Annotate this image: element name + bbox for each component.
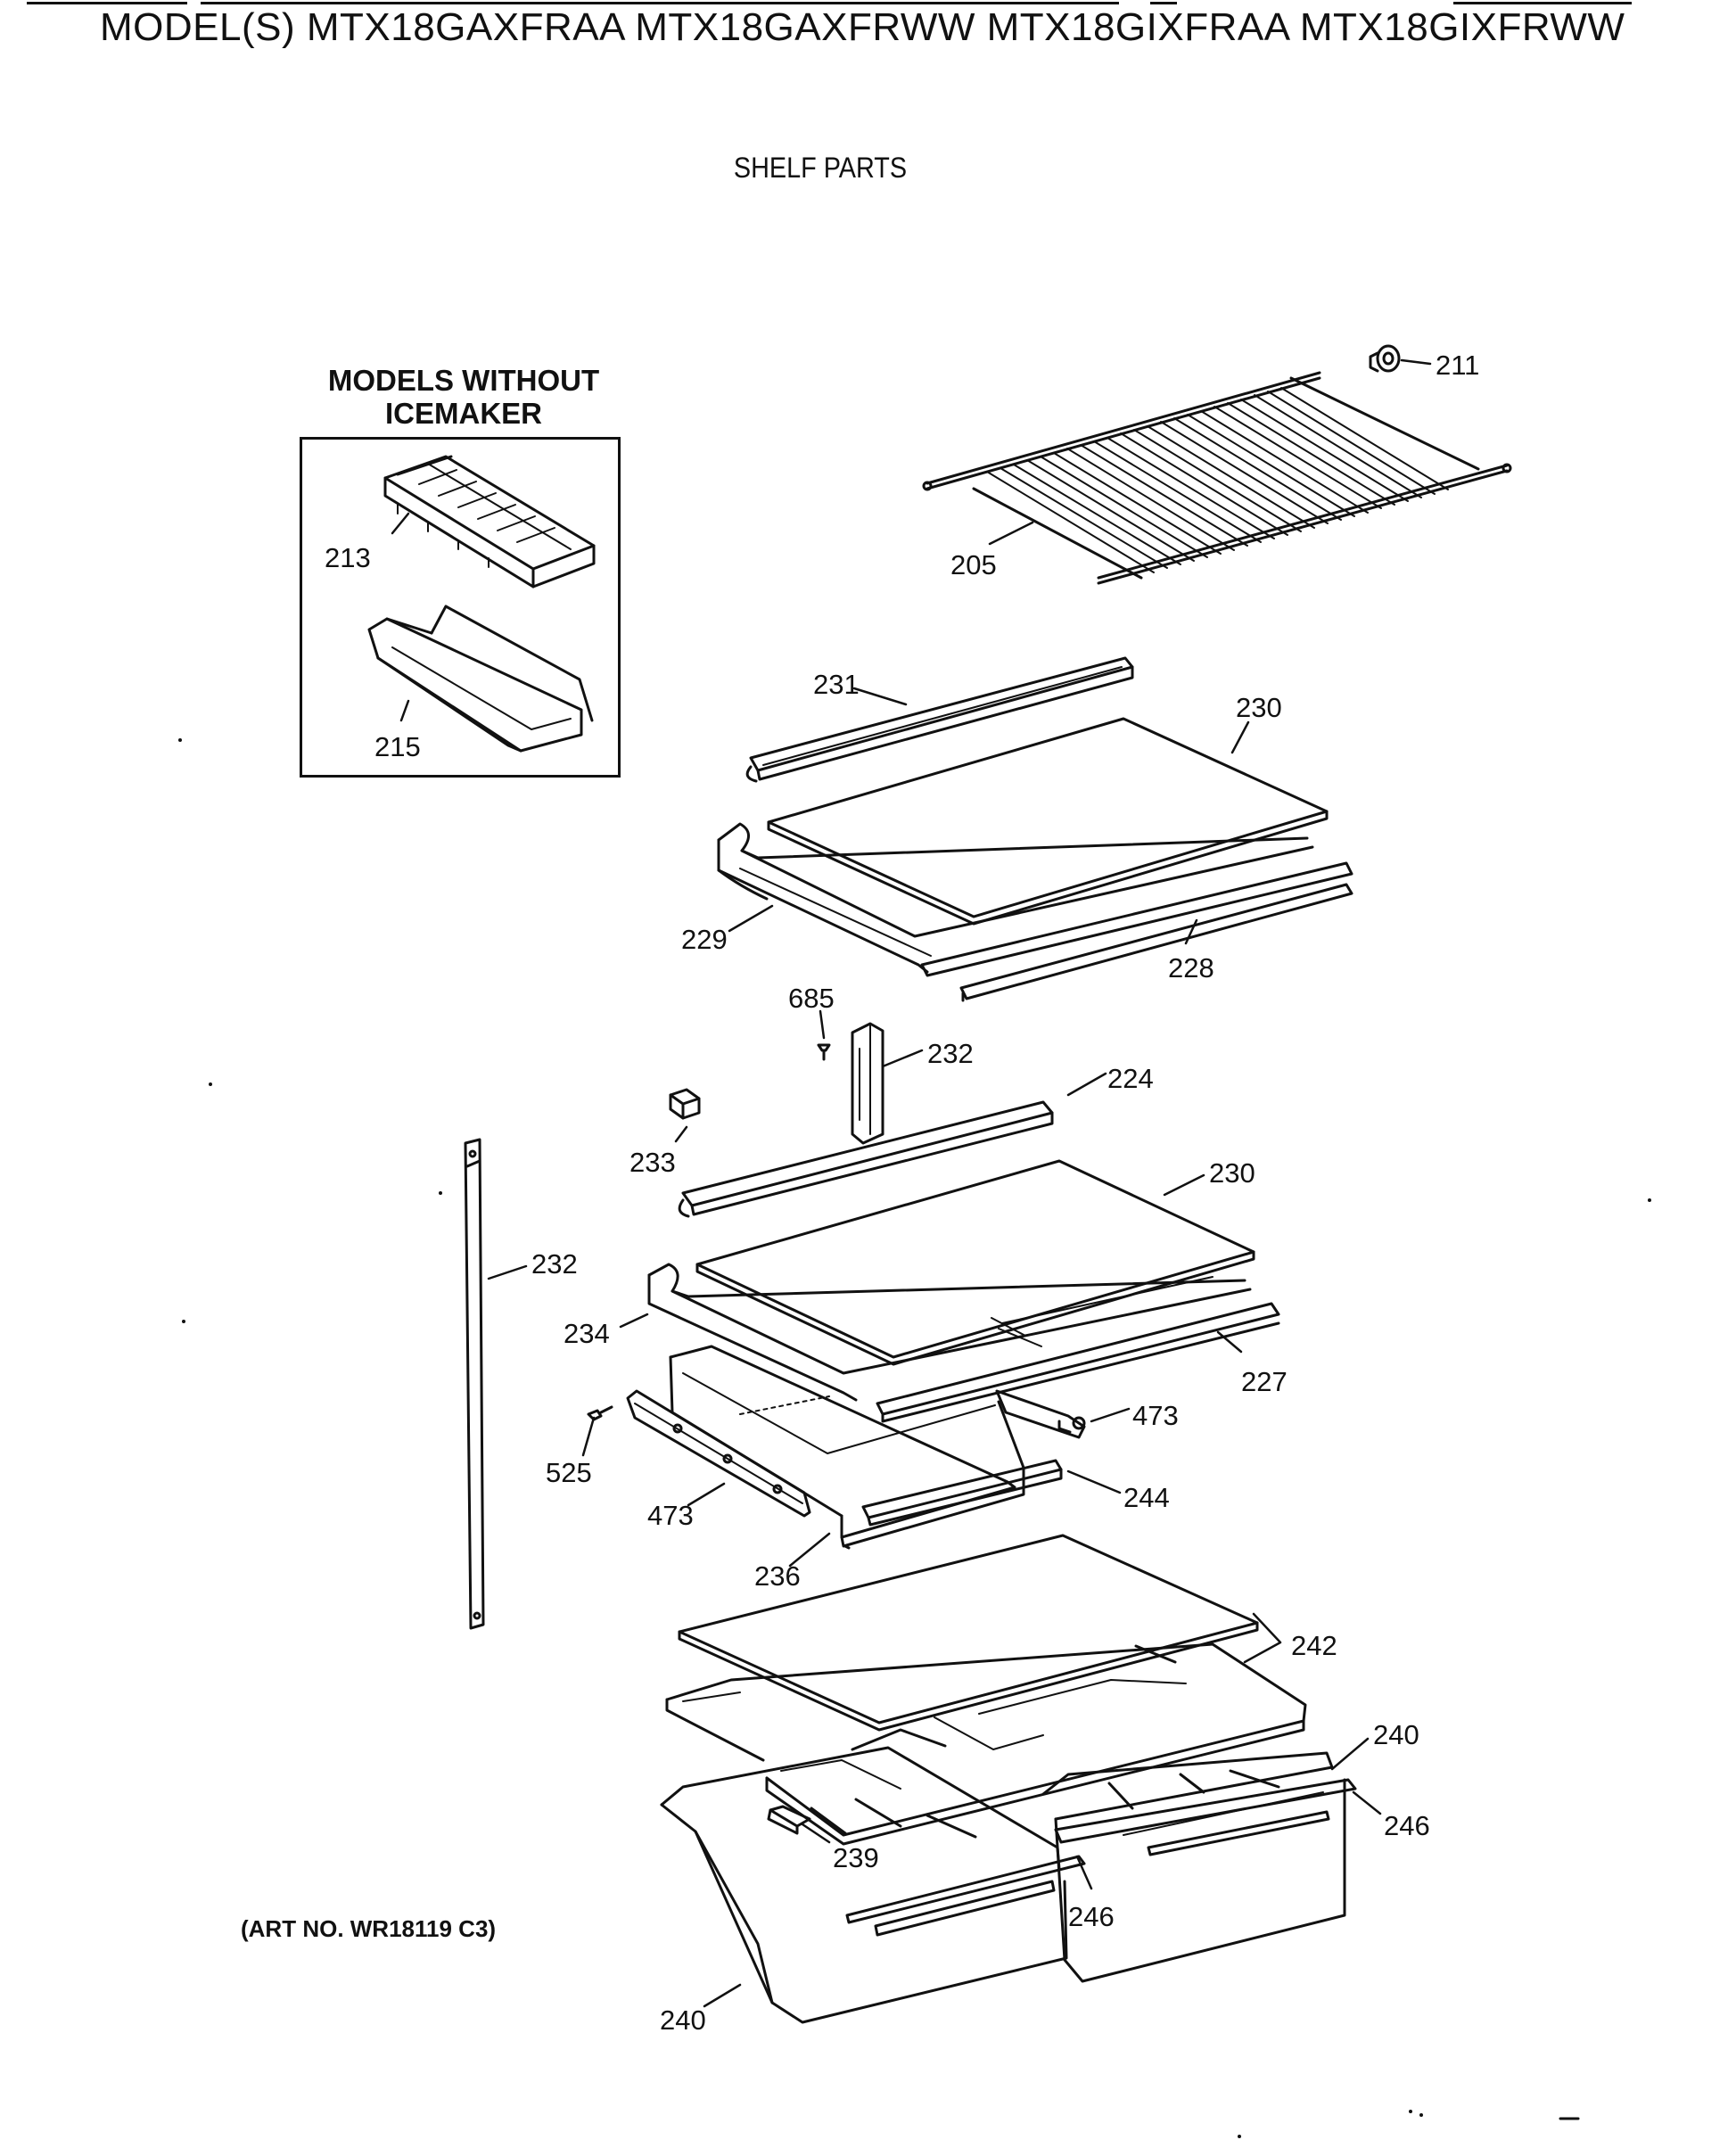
part-233-clip <box>669 1088 701 1120</box>
callout-labels: 211 205 213 215 231 230 229 228 685 232 … <box>325 350 1479 2036</box>
callout-232-long: 232 <box>531 1248 578 1280</box>
callout-239: 239 <box>833 1842 879 1873</box>
callout-227: 227 <box>1241 1366 1288 1397</box>
part-236-pan <box>669 1345 1025 1550</box>
part-215-bin <box>367 605 594 753</box>
part-473-slide-right <box>995 1389 1086 1439</box>
callout-525: 525 <box>546 1457 592 1488</box>
inset-heading-line2: ICEMAKER <box>384 397 542 430</box>
part-239-rod <box>767 1805 811 1835</box>
top-rule-middle <box>201 2 1119 4</box>
part-244-rail <box>861 1459 1063 1527</box>
callout-234: 234 <box>564 1318 610 1349</box>
part-234-frame-lower <box>647 1263 1252 1402</box>
top-rule-right <box>1453 2 1632 4</box>
part-242-glass <box>678 1534 1259 1732</box>
top-rule-left <box>27 2 187 4</box>
callout-244: 244 <box>1123 1482 1170 1513</box>
inset-heading-line1: MODELS WITHOUT <box>327 364 600 397</box>
callout-213: 213 <box>325 542 371 573</box>
callout-230-lower: 230 <box>1209 1157 1255 1189</box>
part-525-screw <box>587 1405 613 1421</box>
callout-233: 233 <box>629 1147 676 1178</box>
inset-box-models-without-icemaker <box>300 437 621 778</box>
part-232-long-bracket <box>464 1138 485 1630</box>
part-227-rail <box>876 1302 1280 1423</box>
part-685-screw <box>817 1043 831 1061</box>
part-232-bracket-upper <box>851 1022 884 1145</box>
top-rule-short <box>1150 2 1177 4</box>
model-title: MODEL(S) MTX18GAXFRAA MTX18GAXFRWW MTX18… <box>100 5 1625 49</box>
callout-685: 685 <box>788 983 835 1014</box>
callout-229: 229 <box>681 924 728 955</box>
part-224-rail <box>678 1100 1054 1218</box>
callout-473-left: 473 <box>647 1500 694 1531</box>
part-230-glass-lower <box>695 1159 1255 1366</box>
callout-231: 231 <box>813 669 860 700</box>
part-473-slide-left <box>626 1389 811 1518</box>
callout-240-right: 240 <box>1373 1719 1419 1750</box>
inset-heading: MODELS WITHOUT ICEMAKER <box>299 364 629 430</box>
part-242-frame <box>665 1642 1307 1846</box>
callout-240-left: 240 <box>660 2004 706 2036</box>
part-240-drawer-left <box>660 1746 1068 2024</box>
callout-205: 205 <box>950 549 997 580</box>
callout-473-right: 473 <box>1132 1400 1179 1431</box>
part-246-handle-left <box>845 1855 1086 1937</box>
part-213-ice-tray <box>383 455 596 588</box>
callout-215: 215 <box>374 731 421 762</box>
part-246-handle-right <box>1054 1778 1357 1856</box>
callout-228: 228 <box>1168 952 1214 984</box>
part-228-rail <box>920 861 1353 1002</box>
callout-246-right: 246 <box>1384 1810 1430 1841</box>
callout-230-upper: 230 <box>1236 692 1282 723</box>
callout-246-left: 246 <box>1068 1901 1115 1932</box>
scan-specks <box>178 738 1651 2138</box>
part-211-bushing <box>1369 344 1401 373</box>
callout-242: 242 <box>1291 1630 1337 1661</box>
callout-224: 224 <box>1107 1063 1154 1094</box>
part-205-wire-shelf <box>922 371 1512 585</box>
part-230-glass-upper <box>767 717 1329 926</box>
section-title: SHELF PARTS <box>733 152 908 184</box>
callout-232-upper: 232 <box>927 1038 974 1069</box>
callout-211: 211 <box>1436 350 1479 381</box>
leader-lines <box>391 358 1432 2008</box>
art-number: (ART NO. WR18119 C3) <box>241 1915 497 1942</box>
part-231-rail <box>745 656 1134 783</box>
callout-236: 236 <box>754 1560 801 1592</box>
